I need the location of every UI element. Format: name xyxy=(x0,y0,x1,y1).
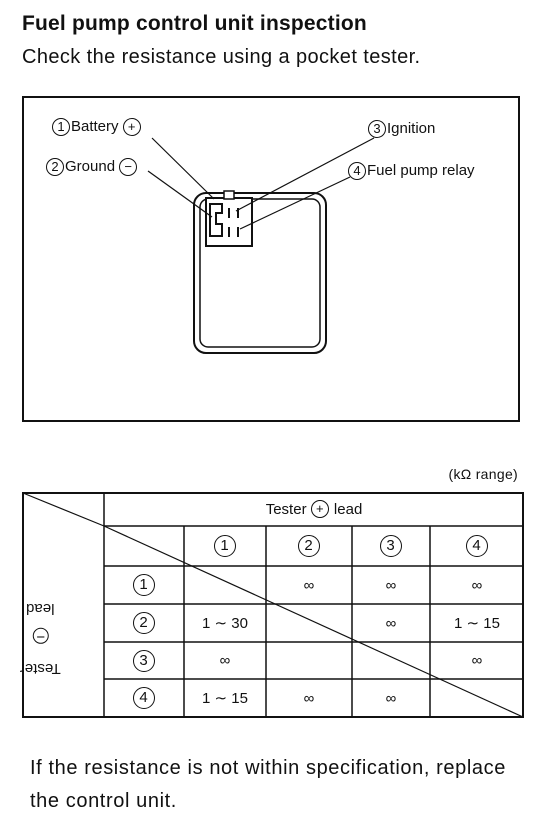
column-header: 4 xyxy=(430,526,524,566)
table-cell: ∞ xyxy=(385,689,397,707)
instruction-text: Check the resistance using a pocket test… xyxy=(22,46,421,68)
minus-icon: − xyxy=(119,158,138,177)
table-cell: ∞ xyxy=(471,652,483,669)
column-header: 2 xyxy=(266,526,352,566)
table-cell: ∞ xyxy=(219,652,231,669)
footer-note: If the resistance is not within specific… xyxy=(30,757,506,812)
plus-icon: + xyxy=(122,118,141,137)
table-grid xyxy=(22,492,524,718)
table-cell: ∞ xyxy=(471,576,483,594)
table-cell: 1 ∼ 15 xyxy=(202,690,248,707)
column-header: 3 xyxy=(352,526,430,566)
minus-lead-header: Tester − lead xyxy=(19,599,61,677)
row-header: 1 xyxy=(104,566,184,604)
row-header: 4 xyxy=(104,679,184,717)
table-cell xyxy=(184,566,266,604)
terminal-2-marker: 2 xyxy=(46,158,64,177)
range-note: (kΩ range) xyxy=(448,466,518,482)
table-cell: ∞ xyxy=(303,689,315,707)
column-header: 1 xyxy=(184,526,266,566)
page-title: Fuel pump control unit inspection xyxy=(22,12,367,35)
terminal-1-marker: 1 xyxy=(52,118,70,137)
diagram-drawing xyxy=(147,137,375,354)
table-cell: ∞ xyxy=(303,576,315,594)
table-cell xyxy=(430,679,524,717)
plus-lead-header: Tester + lead xyxy=(265,500,363,518)
table-cell xyxy=(266,642,352,679)
terminal-4-marker: 4 xyxy=(348,162,366,181)
table-cell: 1 ∼ 15 xyxy=(454,615,500,632)
resistance-table: Tester + lead Tester − lead 1 2 3 4 1 2 … xyxy=(19,492,524,718)
plus-icon: + xyxy=(310,500,329,518)
table-cell: ∞ xyxy=(385,576,397,594)
terminal-3-marker: 3 xyxy=(368,120,386,139)
table-cell xyxy=(352,642,430,679)
table-cell xyxy=(266,604,352,642)
minus-icon: − xyxy=(32,627,49,645)
table-cell: 1 ∼ 30 xyxy=(202,615,248,632)
row-header: 2 xyxy=(104,604,184,642)
table-cell: ∞ xyxy=(385,614,397,632)
row-header: 3 xyxy=(104,642,184,679)
